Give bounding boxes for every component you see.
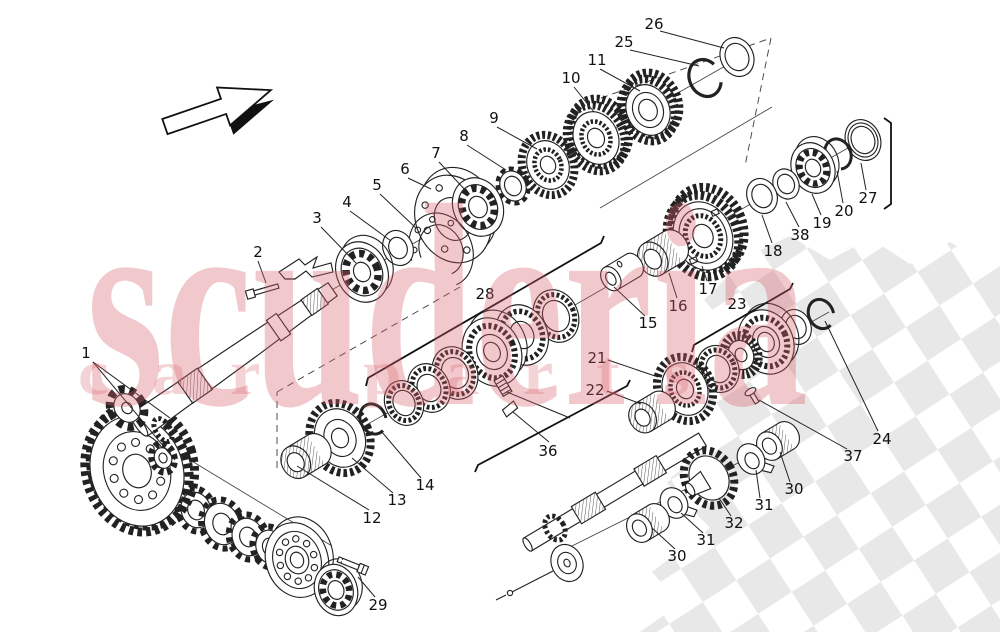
part-snap-ring-24 xyxy=(806,297,836,331)
callout-15: 15 xyxy=(638,314,657,332)
part-synchro-ring-a xyxy=(383,380,425,426)
group-brackets xyxy=(365,117,892,473)
callout-labels: 1 2 3 4 5 6 7 8 9 10 11 25 26 27 20 19 3… xyxy=(81,15,891,614)
part-bearing-19 xyxy=(790,136,840,194)
part-detent-key-36 xyxy=(501,400,519,418)
callout-23: 23 xyxy=(727,295,746,313)
callout-6: 6 xyxy=(400,160,410,178)
callout-36: 36 xyxy=(538,442,557,460)
part-washer-31b xyxy=(736,443,775,475)
callout-25: 25 xyxy=(614,33,633,51)
callout-3: 3 xyxy=(312,209,322,227)
callout-26: 26 xyxy=(644,15,663,33)
callout-13: 13 xyxy=(387,491,406,509)
part-washer-31a xyxy=(659,487,698,519)
callout-30b: 30 xyxy=(667,547,686,565)
part-pinion-collar xyxy=(151,415,175,445)
callout-30a: 30 xyxy=(784,480,803,498)
part-bolt-2 xyxy=(244,283,280,300)
callout-24: 24 xyxy=(872,430,891,448)
part-bearing-7 xyxy=(451,177,505,237)
part-pinion-shaft xyxy=(130,281,339,437)
part-ring-26 xyxy=(719,36,755,78)
part-snap-ring-25 xyxy=(687,57,723,99)
part-washer-38 xyxy=(772,168,800,200)
callout-27: 27 xyxy=(858,189,877,207)
callout-5: 5 xyxy=(372,176,382,194)
part-washer-18 xyxy=(746,177,778,215)
callout-19: 19 xyxy=(812,214,831,232)
callout-18: 18 xyxy=(763,242,782,260)
direction-arrow xyxy=(161,86,275,136)
callout-11: 11 xyxy=(587,51,606,69)
part-bearing-3 xyxy=(335,234,394,303)
part-snap-ring-14 xyxy=(358,402,388,436)
callout-37: 37 xyxy=(843,447,862,465)
part-detent-spring-36 xyxy=(493,374,513,398)
callout-7: 7 xyxy=(431,144,441,162)
callout-21: 21 xyxy=(587,349,606,367)
callout-20: 20 xyxy=(834,202,853,220)
callout-28: 28 xyxy=(475,285,494,303)
part-pin-37 xyxy=(744,387,760,405)
callout-31b: 31 xyxy=(696,531,715,549)
callout-22: 22 xyxy=(585,381,604,399)
part-needle-bearing-12 xyxy=(280,432,332,480)
callout-2: 2 xyxy=(253,243,263,261)
part-differential-bearing xyxy=(313,558,363,617)
callout-1: 1 xyxy=(81,344,91,362)
small-direction-arrow xyxy=(278,255,334,280)
part-differential-flange xyxy=(264,516,334,598)
part-idler-shaft xyxy=(522,432,708,552)
callout-10: 10 xyxy=(561,69,580,87)
part-bolt-29 xyxy=(336,556,370,576)
part-gear-32 xyxy=(679,446,739,510)
callout-17: 17 xyxy=(698,280,717,298)
callout-8: 8 xyxy=(459,127,469,145)
callout-31a: 31 xyxy=(754,496,773,514)
callout-32: 32 xyxy=(724,514,743,532)
callout-38: 38 xyxy=(790,226,809,244)
part-detent-plug xyxy=(495,543,584,601)
leader-lines xyxy=(92,30,879,598)
callout-9: 9 xyxy=(489,109,499,127)
part-ring-27 xyxy=(844,119,882,161)
callout-29: 29 xyxy=(368,596,387,614)
part-gear-11 xyxy=(616,68,684,146)
part-needle-bearing-22 xyxy=(628,390,676,434)
callout-16: 16 xyxy=(668,297,687,315)
part-lock-washer-8 xyxy=(495,166,531,206)
callout-12: 12 xyxy=(362,509,381,527)
callout-4: 4 xyxy=(342,193,352,211)
callout-14: 14 xyxy=(415,476,434,494)
